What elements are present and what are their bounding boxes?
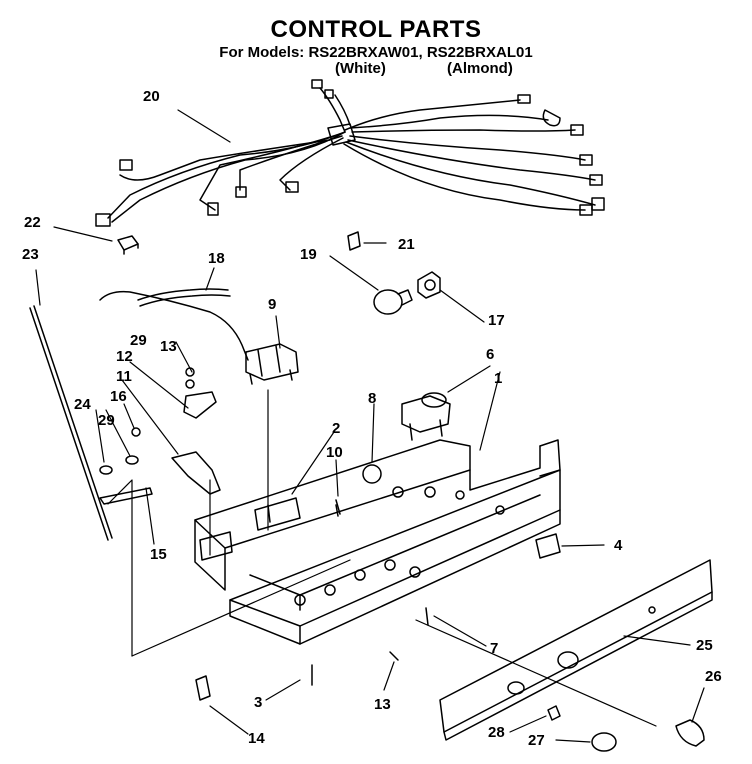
callout-20: 20 <box>143 88 160 105</box>
callout-29a: 29 <box>130 332 147 349</box>
wiring-harness <box>95 79 605 227</box>
clip-22 <box>117 235 139 255</box>
clip-21 <box>347 231 361 251</box>
lamp-socket <box>417 271 441 299</box>
small-parts <box>99 367 221 505</box>
variant-almond: (Almond) <box>447 60 513 77</box>
callout-17: 17 <box>488 312 505 329</box>
models-prefix: For Models: <box>219 44 305 61</box>
callout-27: 27 <box>528 732 545 749</box>
models-line: For Models: RS22BRXAW01, RS22BRXAL01 <box>0 44 752 61</box>
callout-16: 16 <box>110 388 127 405</box>
callout-7: 7 <box>490 640 499 657</box>
callout-25: 25 <box>696 637 713 654</box>
screws <box>311 499 429 686</box>
callout-19: 19 <box>300 246 317 263</box>
callout-14: 14 <box>248 730 265 747</box>
callout-24: 24 <box>74 396 91 413</box>
models-list: RS22BRXAW01, RS22BRXAL01 <box>308 44 533 61</box>
knobs <box>547 705 705 752</box>
variant-white: (White) <box>335 60 386 77</box>
callout-13b: 13 <box>374 696 391 713</box>
rod-23 <box>29 305 113 541</box>
switch-assembly <box>245 343 299 385</box>
callout-28: 28 <box>488 724 505 741</box>
control-thermostat <box>362 392 451 484</box>
callout-8: 8 <box>368 390 377 407</box>
capillary-tube <box>99 288 249 361</box>
callout-26: 26 <box>705 668 722 685</box>
leader-lines <box>35 109 705 743</box>
callout-9: 9 <box>268 296 277 313</box>
callout-22: 22 <box>24 214 41 231</box>
callout-12: 12 <box>116 348 133 365</box>
clip-14 <box>195 675 211 701</box>
page-title: CONTROL PARTS <box>270 16 482 43</box>
bracket-4 <box>535 533 561 559</box>
callout-29b: 29 <box>98 412 115 429</box>
front-panel <box>439 559 713 741</box>
callout-6: 6 <box>486 346 495 363</box>
callout-23: 23 <box>22 246 39 263</box>
callout-11: 11 <box>116 368 132 385</box>
callout-21: 21 <box>398 236 415 253</box>
callout-2: 2 <box>332 420 341 437</box>
callout-15: 15 <box>150 546 167 563</box>
callout-18: 18 <box>208 250 225 267</box>
callout-3: 3 <box>254 694 263 711</box>
callout-4: 4 <box>614 537 623 554</box>
control-housing <box>194 439 561 645</box>
callout-10: 10 <box>326 444 343 461</box>
callout-13a: 13 <box>160 338 177 355</box>
callout-1: 1 <box>494 370 503 387</box>
lamp-bulb <box>373 289 413 315</box>
